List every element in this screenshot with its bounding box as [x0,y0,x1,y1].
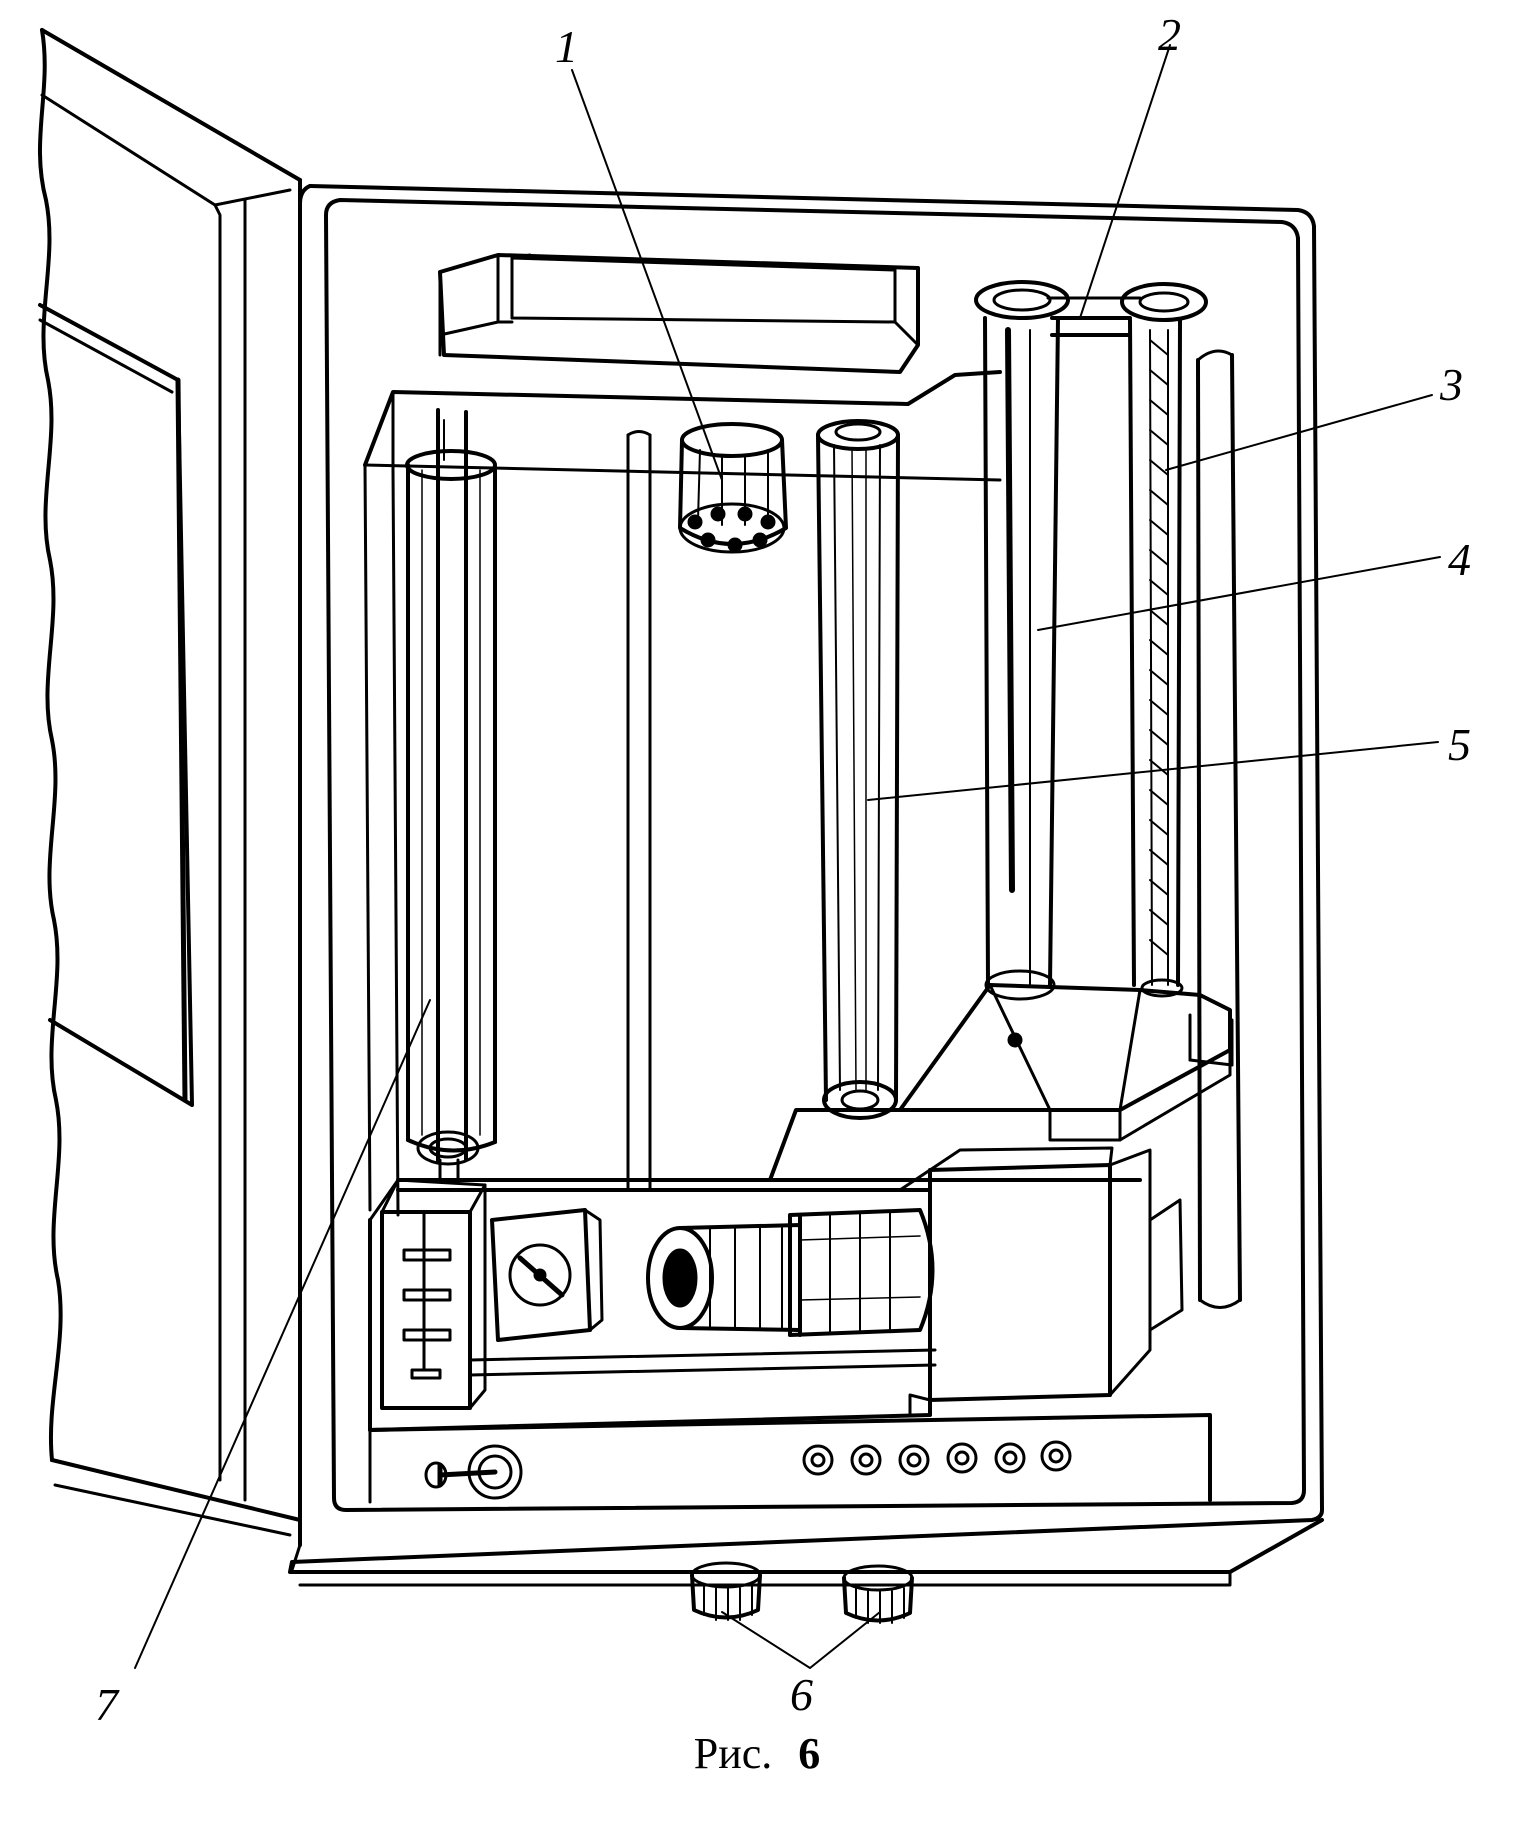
leader-lines [134,44,1441,1669]
bottom-knobs [690,1561,914,1624]
callout-5: 5 [1448,719,1471,770]
roller-center [816,419,900,1120]
figure-caption: Рис. 6 [0,1728,1514,1779]
leader-2 [1079,44,1171,319]
open-door [37,28,302,1537]
leader-3 [1165,394,1433,471]
chart-box [438,253,920,374]
callout-1: 1 [555,21,578,72]
caption-prefix: Рис. [693,1729,773,1778]
leader-5 [867,741,1439,801]
terminals [802,1440,1072,1476]
leader-4 [1037,556,1441,631]
callout-6: 6 [790,1669,813,1720]
tube-screw [1046,282,1242,1309]
leader-7 [134,999,431,1669]
leader-6 [721,1611,881,1669]
callout-4: 4 [1448,534,1471,585]
chassis-frame [363,370,1002,1217]
housing [288,184,1324,1587]
callout-2: 2 [1158,9,1181,60]
tube-left [974,280,1070,1001]
roller-left [405,408,497,1182]
lower-panel [368,1413,1212,1504]
caption-number: 6 [798,1729,821,1778]
carriage [768,983,1234,1182]
callout-3: 3 [1439,359,1463,410]
callout-labels: 1 2 3 4 5 6 7 [95,9,1471,1730]
leader-1 [571,69,723,481]
callout-7: 7 [95,1679,120,1730]
mechanism [368,1146,1184,1432]
drum [678,422,788,554]
